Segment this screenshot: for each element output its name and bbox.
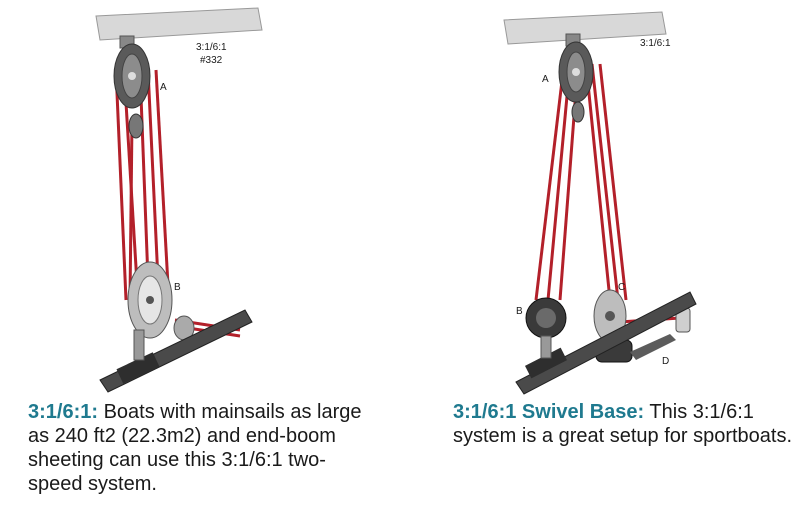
upper-boom xyxy=(503,11,667,45)
label-ratio: 3:1/6:1 xyxy=(640,38,671,49)
block-a-axle xyxy=(572,68,580,76)
becket-block xyxy=(571,101,585,123)
block-b-axle xyxy=(146,296,154,304)
label-a: A xyxy=(160,82,167,93)
caption-left-title: 3:1/6:1: xyxy=(28,401,99,423)
label-a: A xyxy=(542,74,549,85)
cleat-arm xyxy=(630,334,676,360)
traveler-track xyxy=(515,291,697,395)
caption-right-body: This 3:1/6:1 system is a great setup for… xyxy=(453,401,793,447)
left-panel: 3:1/6:1 #332 A B 3:1/6:1: Boats with mai… xyxy=(28,7,368,496)
shackle xyxy=(540,335,552,359)
left-diagram: 3:1/6:1 #332 A B xyxy=(95,7,263,393)
label-part-number: #332 xyxy=(200,55,223,66)
right-panel: 3:1/6:1 A B C D 3:1/6:1 Swivel Base: Thi… xyxy=(400,0,800,512)
mainsheet-lines xyxy=(534,63,681,324)
caption-right: 3:1/6:1 Swivel Base: This 3:1/6:1 system… xyxy=(453,400,798,448)
traveler-car xyxy=(525,347,567,379)
label-c: C xyxy=(618,282,625,293)
right-diagram: 3:1/6:1 A B C D xyxy=(503,11,697,395)
upper-boom xyxy=(95,7,263,41)
becket-block xyxy=(128,113,144,139)
block-b-sheave xyxy=(536,308,556,328)
block-a-axle xyxy=(128,72,136,80)
label-b: B xyxy=(174,282,181,293)
label-ratio: 3:1/6:1 xyxy=(196,42,227,53)
caption-left: 3:1/6:1: Boats with mainsails as large a… xyxy=(28,400,368,496)
traveler-car xyxy=(116,352,160,384)
caption-left-body: Boats with mainsails as large as 240 ft2… xyxy=(28,401,362,495)
block-c-axle xyxy=(605,311,615,321)
caption-right-title: 3:1/6:1 Swivel Base: xyxy=(453,401,645,423)
shackle xyxy=(133,329,145,361)
label-b: B xyxy=(516,306,523,317)
label-d: D xyxy=(662,356,669,367)
